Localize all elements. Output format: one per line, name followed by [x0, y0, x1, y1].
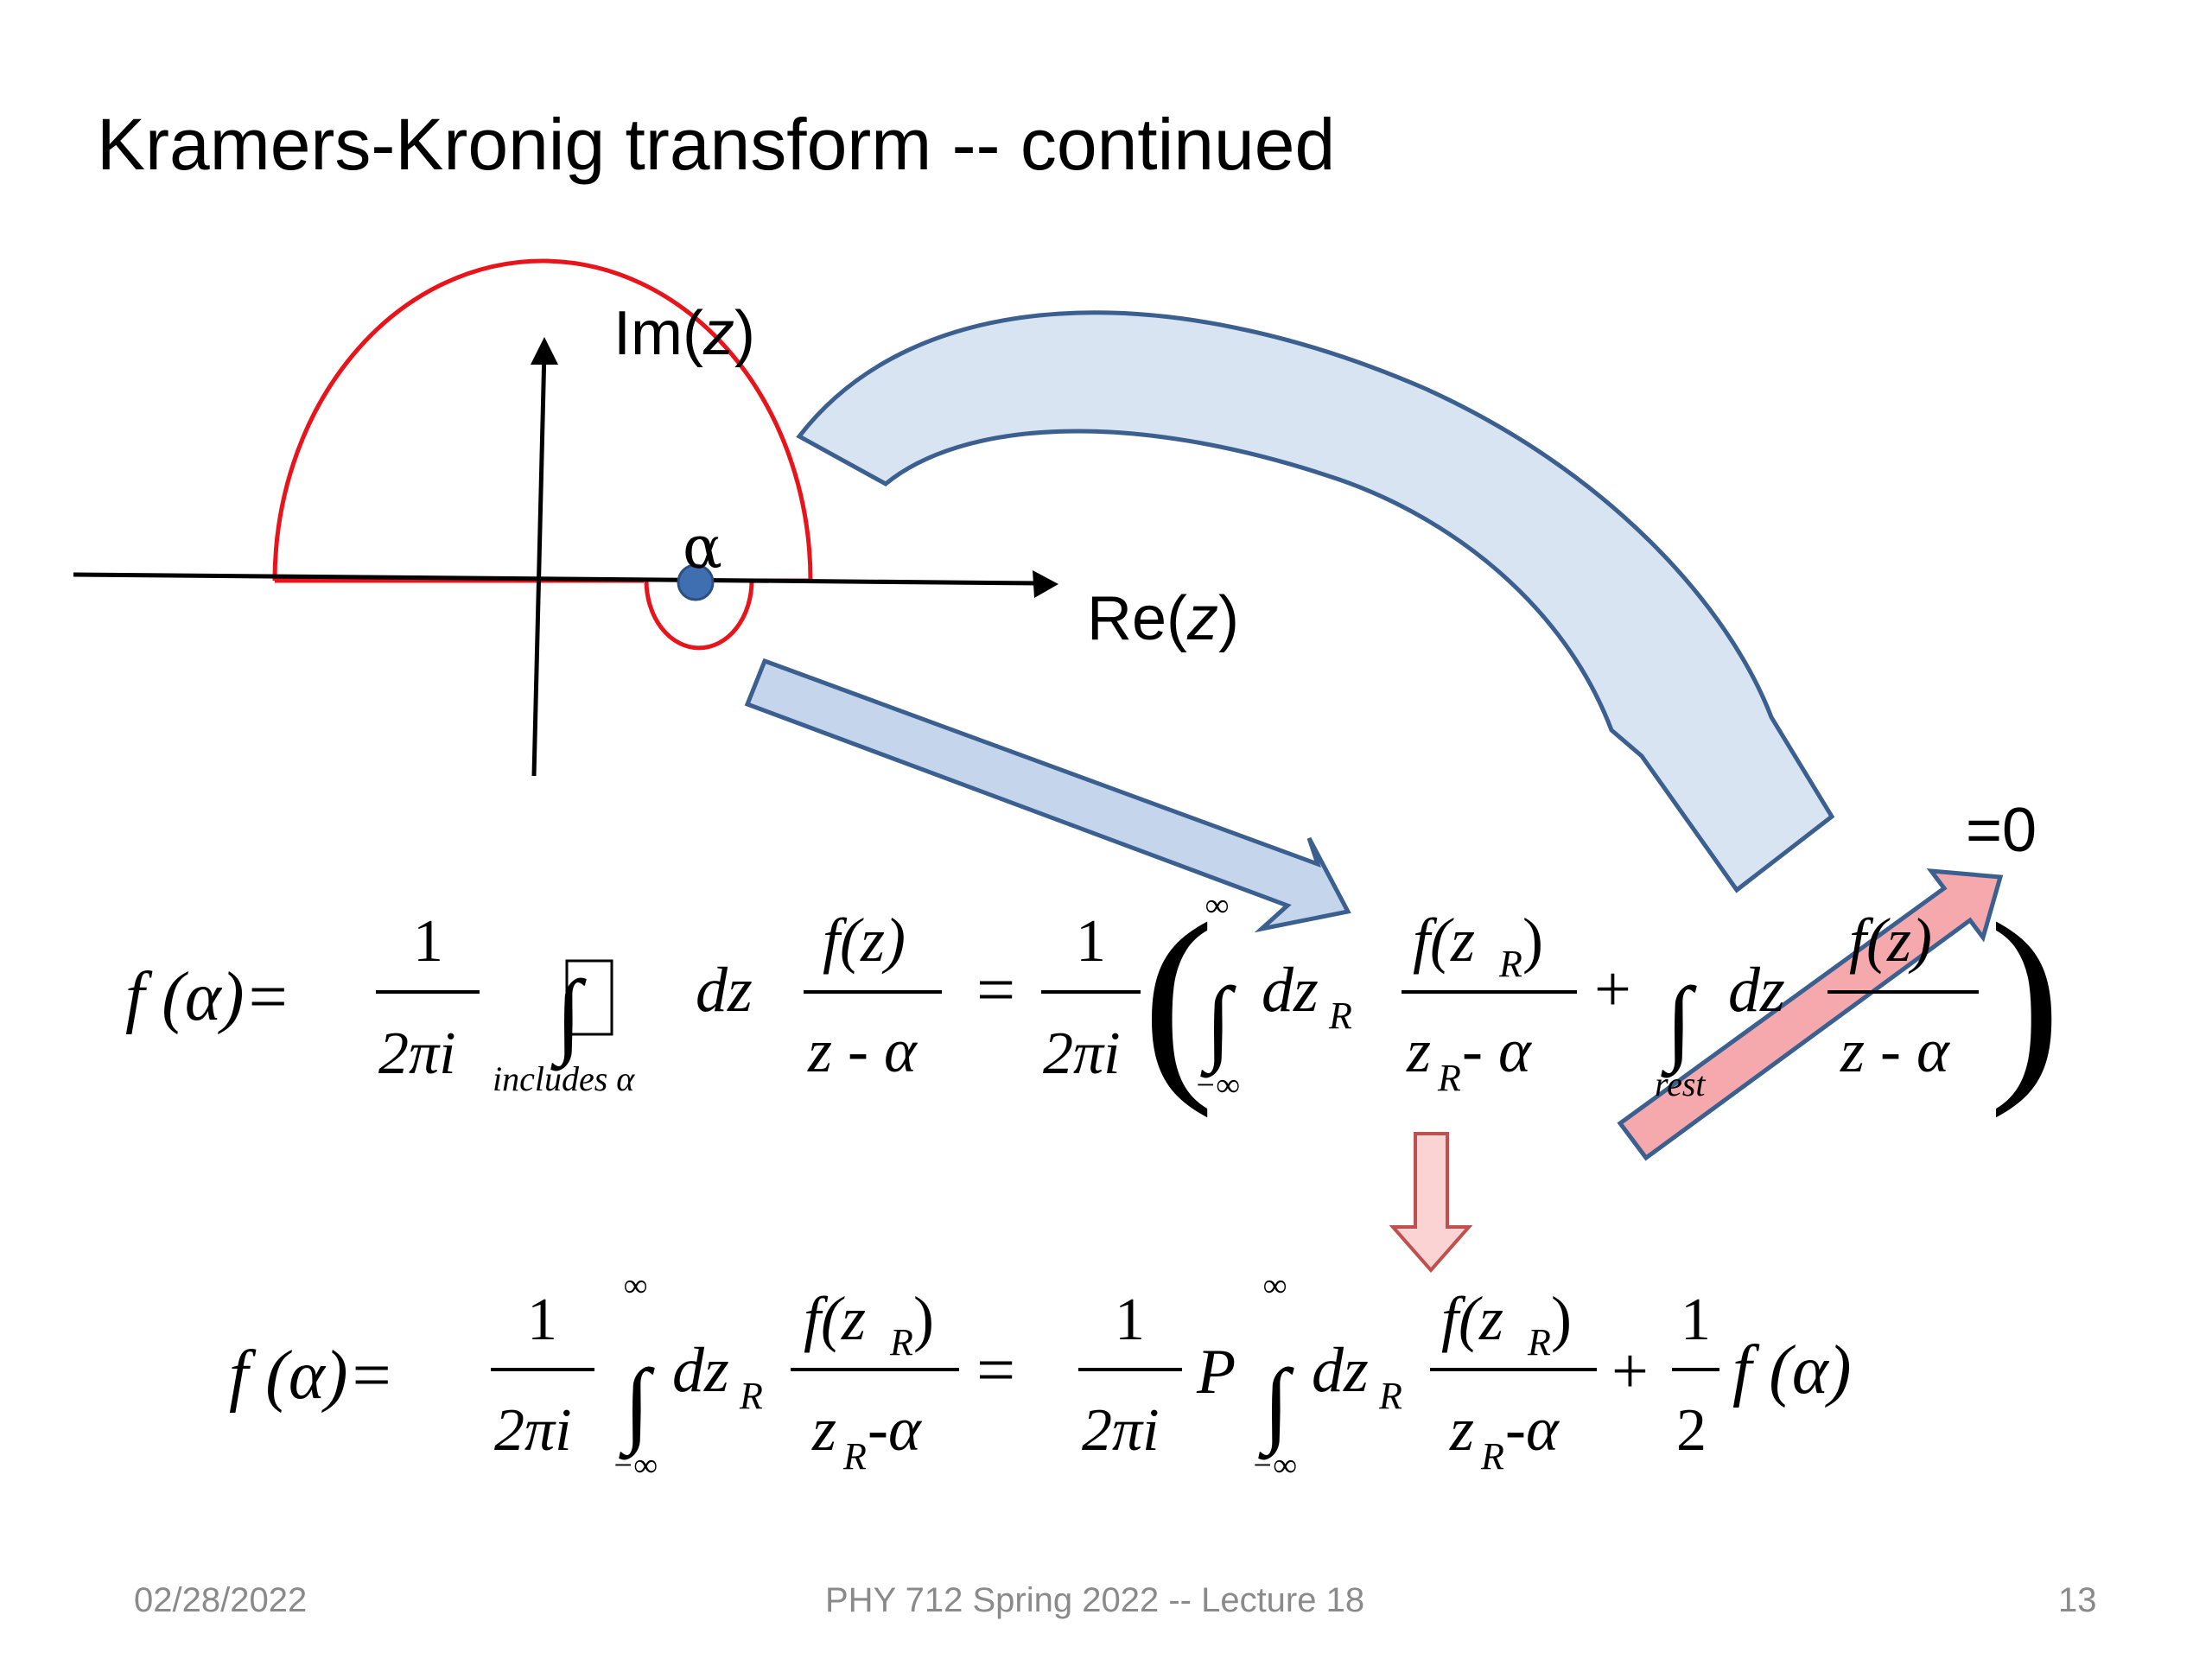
- pole-alpha-dot: [677, 563, 715, 601]
- eq1-dzr-sub: R: [1328, 995, 1352, 1037]
- equals-zero-label: =0: [1966, 796, 2037, 865]
- eq1-contour-box: [565, 959, 613, 1036]
- eq1-z-minus-alpha: z - α: [807, 1016, 918, 1085]
- eq1-zr-den-rest: - α: [1462, 1016, 1532, 1085]
- eq2-den-sub: R: [842, 1435, 867, 1478]
- eq2-den-z-b: z: [1449, 1395, 1474, 1464]
- eq2-lhs: f (α)=: [229, 1338, 394, 1414]
- eq1-contour-sub: includes α: [493, 1059, 635, 1098]
- eq2-fzr-close-b: ): [1551, 1284, 1572, 1353]
- im-label-prefix: Im(: [613, 299, 703, 368]
- eq1-left-paren: (: [1142, 880, 1214, 1119]
- eq1-two-pi-i: 2πi: [378, 1020, 456, 1087]
- eq2-half-num: 1: [1681, 1287, 1711, 1353]
- im-label-suffix: ): [734, 299, 755, 368]
- eq1-one-b: 1: [1076, 908, 1106, 975]
- eq1-integral-1: ∫: [1200, 968, 1236, 1078]
- eq2-den-rest: -α: [868, 1395, 922, 1464]
- eq2-fzr-open-b: f(z: [1441, 1284, 1503, 1353]
- eq1-fzr-sub: R: [1498, 943, 1522, 985]
- eq1-right-paren: ): [1989, 880, 2061, 1119]
- im-label-var: z: [702, 299, 734, 368]
- footer-course: PHY 712 Spring 2022 -- Lecture 18: [825, 1581, 1365, 1619]
- curved-arrow-to-zero: [796, 310, 1835, 893]
- eq2-plus: +: [1611, 1335, 1649, 1408]
- eq1-dz: dz: [696, 955, 753, 1026]
- eq2-two-pi-i: 2πi: [494, 1397, 572, 1464]
- straight-arrow-to-real-axis-integral: [744, 658, 1351, 933]
- eq1-z-minus-alpha-b: z - α: [1840, 1016, 1950, 1085]
- eq1-lhs: f (α)=: [125, 959, 290, 1035]
- eq1-one: 1: [413, 908, 443, 975]
- imaginary-axis-arrowhead: [531, 337, 558, 365]
- eq2-fzr-open: f(z: [804, 1284, 866, 1353]
- eq2-equals: =: [976, 1332, 1015, 1408]
- eq2-fzr-sub-b: R: [1527, 1321, 1551, 1363]
- eq2-den-z: z: [811, 1395, 836, 1464]
- eq2-two-pi-i-b: 2πi: [1082, 1397, 1160, 1464]
- eq1-contour-integral-symbol: ∫: [550, 961, 587, 1071]
- eq2-inf-upper-b: ∞: [1263, 1268, 1287, 1304]
- eq1-dz-b: dz: [1728, 955, 1785, 1026]
- real-axis: [73, 572, 1042, 586]
- eq1-inf-lower: −∞: [1194, 1067, 1240, 1103]
- eq1-rest-sub: rest: [1655, 1065, 1706, 1103]
- eq2-inf-lower: −∞: [612, 1447, 658, 1484]
- eq2-integral-1: ∫: [619, 1350, 655, 1460]
- eq1-fz-b: f(z): [1849, 906, 1932, 975]
- footer-date: 02/28/2022: [134, 1581, 308, 1619]
- eq1-zr-den-sub: R: [1437, 1057, 1461, 1099]
- indent-semicircle-contour: [644, 580, 754, 651]
- eq2-inf-lower-b: −∞: [1251, 1447, 1297, 1484]
- eq2-p: P: [1196, 1337, 1236, 1408]
- real-axis-arrowhead: [1033, 570, 1058, 598]
- re-label-suffix: ): [1218, 584, 1239, 653]
- eq2-dz-sub-b: R: [1378, 1375, 1402, 1417]
- re-z-label: Re(z): [1087, 588, 1239, 650]
- eq1-zr-den-z: z: [1406, 1016, 1431, 1085]
- eq1-fz: f(z): [823, 906, 906, 975]
- eq1-fzr-open: f(z: [1413, 906, 1475, 975]
- zero-arrow: [1617, 868, 2004, 1161]
- eq1-plus: +: [1594, 953, 1631, 1026]
- pole-alpha-label: α: [683, 514, 722, 582]
- slide-title: Kramers-Kronig transform -- continued: [97, 104, 1336, 185]
- re-label-var: z: [1187, 584, 1219, 653]
- eq1-fzr-close: ): [1522, 906, 1543, 975]
- eq2-den-rest-b: -α: [1505, 1395, 1560, 1464]
- eq2-fzr-close: ): [913, 1284, 934, 1353]
- eq1-dzr: dz: [1262, 955, 1319, 1026]
- eq2-dz-sub: R: [739, 1375, 763, 1417]
- eq2-integral-2: ∫: [1258, 1350, 1294, 1460]
- footer-page-number: 13: [2058, 1581, 2097, 1619]
- eq1-equals: =: [976, 952, 1015, 1028]
- re-label-prefix: Re(: [1087, 584, 1188, 653]
- eq2-f-alpha: f (α): [1732, 1332, 1852, 1408]
- eq2-one-b: 1: [1115, 1287, 1145, 1353]
- eq2-dz-b: dz: [1312, 1335, 1369, 1406]
- im-z-label: Im(z): [613, 302, 755, 365]
- eq2-half-den: 2: [1676, 1397, 1707, 1464]
- eq2-fzr-sub: R: [889, 1321, 913, 1363]
- down-arrow: [1389, 1132, 1473, 1274]
- large-semicircle-contour: [272, 258, 813, 583]
- eq2-one: 1: [527, 1287, 557, 1353]
- imaginary-axis: [531, 349, 547, 777]
- eq1-integral-2: ∫: [1661, 968, 1697, 1078]
- eq1-two-pi-i-b: 2πi: [1043, 1020, 1121, 1087]
- eq1-inf-upper: ∞: [1205, 887, 1229, 924]
- eq2-inf-upper: ∞: [624, 1268, 647, 1304]
- eq2-dz: dz: [672, 1335, 729, 1406]
- eq2-den-sub-b: R: [1480, 1435, 1504, 1478]
